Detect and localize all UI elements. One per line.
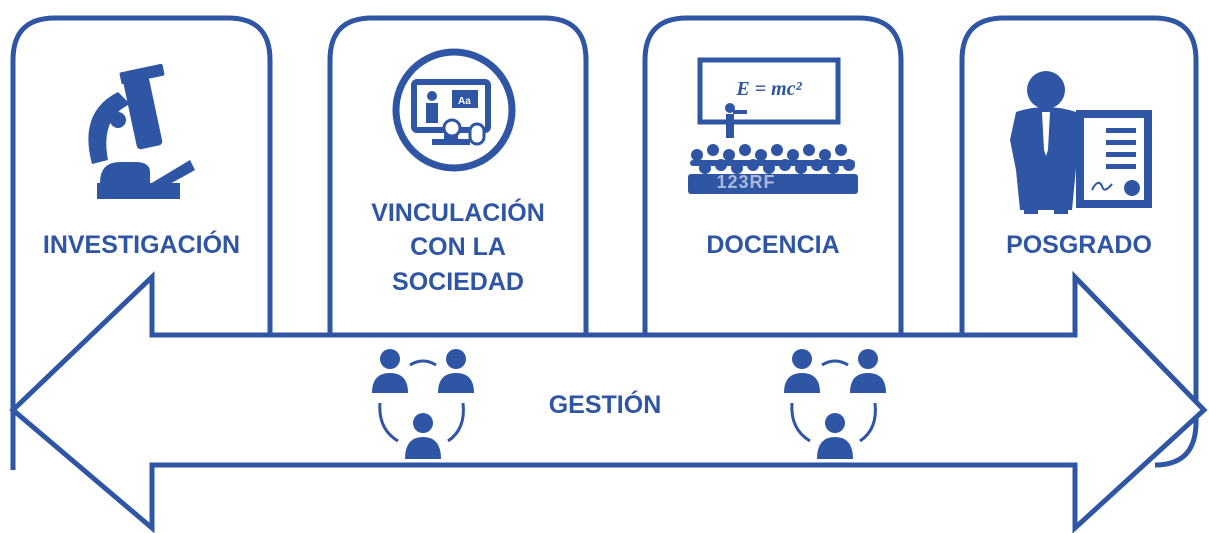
watermark-text: 123RF bbox=[716, 172, 776, 192]
column-vinculacion bbox=[327, 15, 589, 335]
column-posgrado bbox=[959, 15, 1199, 468]
microscope-icon bbox=[88, 63, 195, 199]
team-cycle-icon bbox=[372, 349, 474, 459]
column-docencia bbox=[642, 15, 904, 335]
column-investigacion bbox=[10, 15, 273, 470]
team-cycle-icon bbox=[784, 349, 886, 459]
label-line: CON LA bbox=[410, 233, 506, 262]
double-arrow bbox=[9, 270, 1208, 533]
board-formula: E = mc² bbox=[736, 78, 802, 100]
label-gestion: GESTIÓN bbox=[548, 391, 662, 419]
label-line: DOCENCIA bbox=[706, 231, 840, 259]
label-posgrado: POSGRADO bbox=[962, 231, 1196, 260]
graduate-certificate-icon bbox=[1010, 71, 1152, 214]
svg-text:Aa: Aa bbox=[458, 96, 471, 107]
label-line: SOCIEDAD bbox=[392, 267, 524, 296]
label-line: POSGRADO bbox=[1006, 231, 1152, 259]
online-teaching-icon: Aa bbox=[392, 48, 516, 172]
label-vinculacion: VINCULACIÓN CON LA SOCIEDAD bbox=[330, 196, 586, 299]
label-line: INVESTIGACIÓN bbox=[42, 231, 241, 259]
label-investigacion: INVESTIGACIÓN bbox=[13, 231, 270, 260]
lecture-audience-icon bbox=[688, 57, 858, 194]
label-docencia: DOCENCIA bbox=[645, 231, 901, 260]
label-line: VINCULACIÓN bbox=[371, 199, 545, 227]
